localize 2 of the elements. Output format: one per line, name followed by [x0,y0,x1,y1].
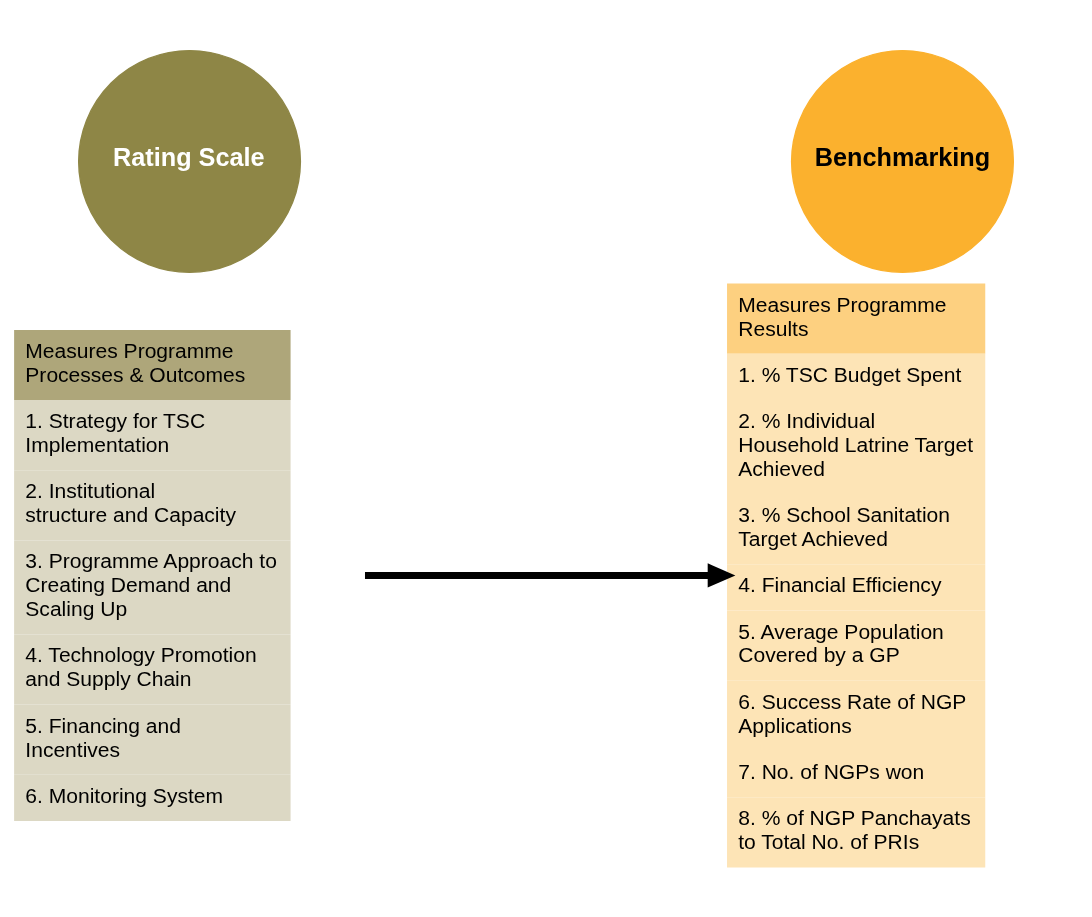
node-circle: Benchmarking [790,49,1015,273]
node-circle: Rating Scale [77,49,302,273]
